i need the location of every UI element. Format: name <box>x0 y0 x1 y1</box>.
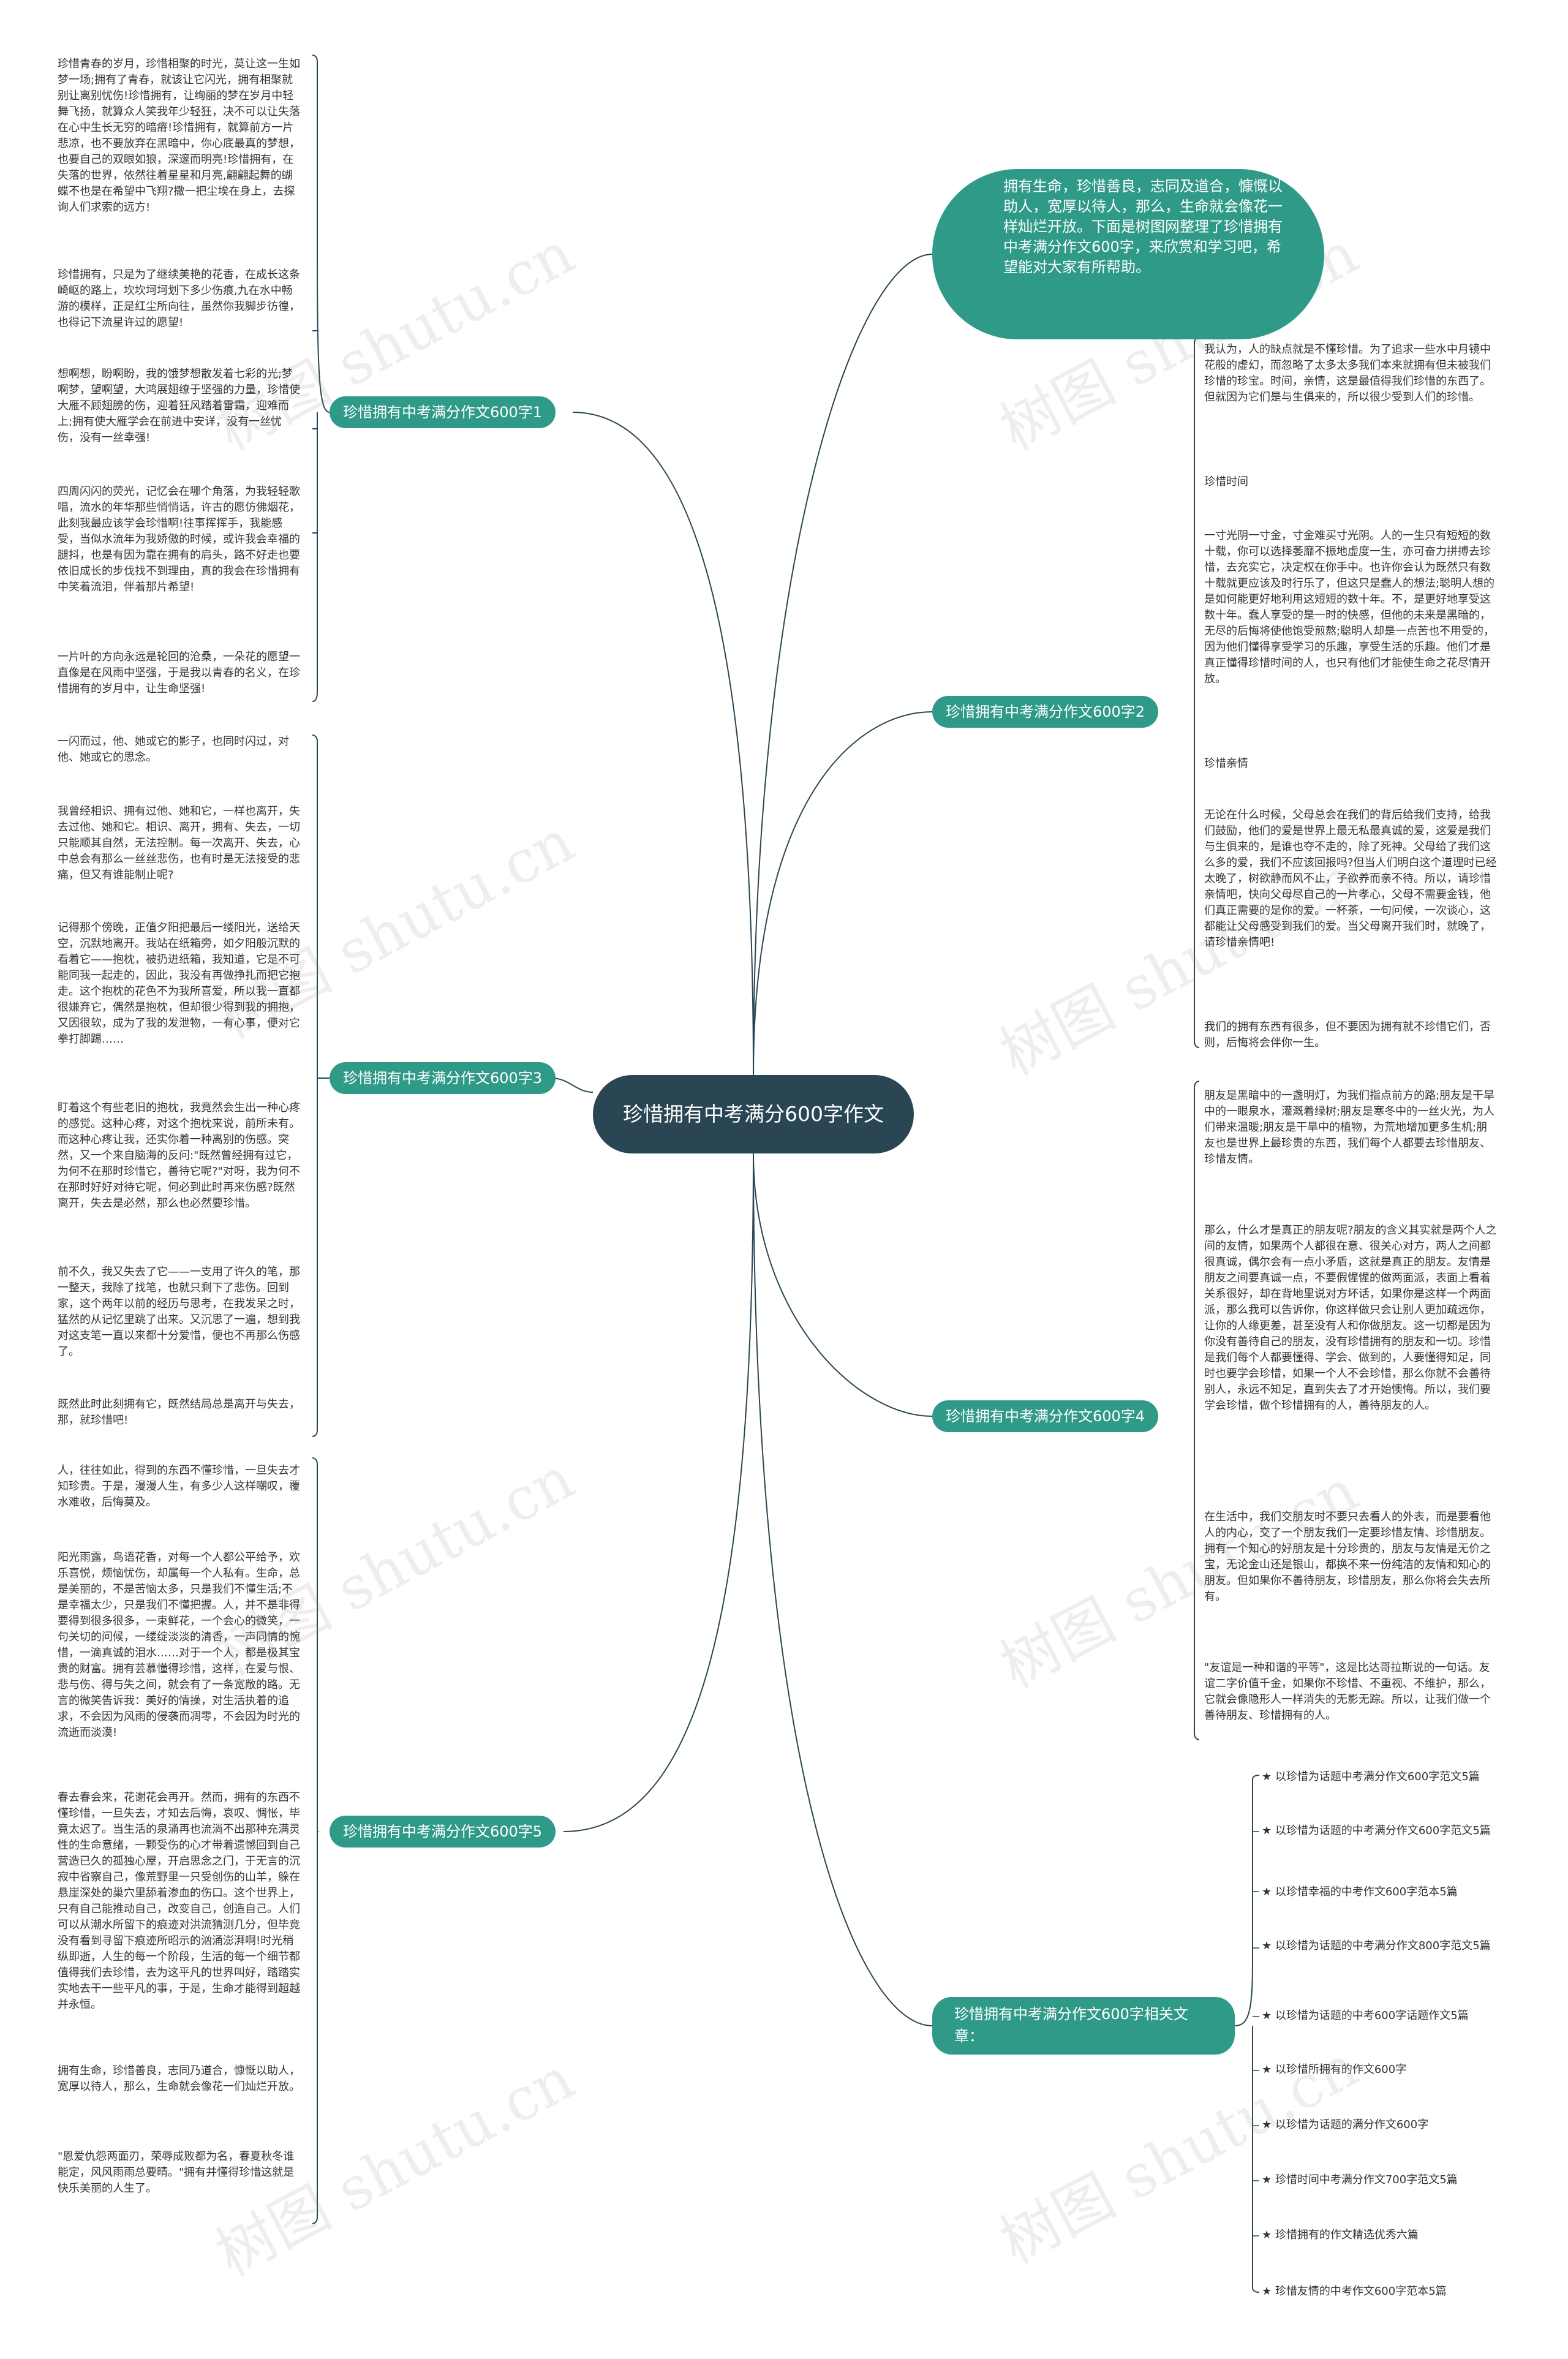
bracket-related <box>1234 1775 1260 2293</box>
related-link[interactable]: ★ 以珍惜为话题的满分作文600字 <box>1262 2118 1429 2131</box>
related-link[interactable]: ★ 珍惜拥有的作文精选优秀六篇 <box>1262 2229 1419 2241</box>
related-link[interactable]: ★ 以珍惜所拥有的作文600字 <box>1262 2063 1407 2076</box>
note-b3-4: 盯着这个有些老旧的抱枕，我竟然会生出一种心疼的感觉。这种心疼，对这个抱枕来说，前… <box>58 1101 300 1210</box>
note-b5-5: "恩爱仇怨两面刃，荣辱成败都为名，春夏秋冬谁能定，风风雨雨总要晴。"拥有并懂得珍… <box>58 2150 295 2195</box>
note-b1-1: 珍惜青春的岁月，珍惜相聚的时光，莫让这一生如梦一场;拥有了青春，就该让它闪光，拥… <box>58 58 300 214</box>
connector-root-b3 <box>551 1078 594 1093</box>
branch-essay-1[interactable]: 珍惜拥有中考满分作文600字1 <box>330 396 556 428</box>
note-b4-2: 那么，什么才是真正的朋友呢?朋友的含义其实就是两个人之间的友情，如果两个人都很在… <box>1204 1224 1497 1412</box>
note-b5-3: 春去春会来，花谢花会再开。然而，拥有的东西不懂珍惜，一旦失去，才知去后悔，哀叹、… <box>58 1791 300 2011</box>
note-b3-5: 前不久，我又失去了它——一支用了许久的笔，那一整天，我除了找笔，也就只剩下了悲伤… <box>58 1266 300 1358</box>
related-link[interactable]: ★ 以珍惜为话题的中考满分作文800字范文5篇 <box>1262 1939 1491 1952</box>
note-b1-4: 四周闪闪的荧光，记忆会在哪个角落，为我轻轻歌唱，流水的年华那些悄悄话，许古的愿仿… <box>58 485 300 594</box>
related-link[interactable]: ★ 以珍惜幸福的中考作文600字范本5篇 <box>1262 1885 1458 1898</box>
note-b4-3: 在生活中，我们交朋友时不要只去看人的外表，而是要看他人的内心，交了一个朋友我们一… <box>1204 1511 1491 1603</box>
connector-root-b2 <box>753 711 933 1076</box>
related-link[interactable]: ★ 以珍惜为话题中考满分作文600字范文5篇 <box>1262 1770 1480 1783</box>
note-b2-3: 一寸光阴一寸金，寸金难买寸光阴。人的一生只有短短的数十载，你可以选择萎靡不振地虚… <box>1204 529 1495 685</box>
note-b3-3: 记得那个傍晚，正值夕阳把最后一缕阳光，送给天空，沉默地离开。我站在纸箱旁，如夕阳… <box>58 921 300 1046</box>
note-b2-2: 珍惜时间 <box>1204 475 1248 488</box>
note-b1-3: 想啊想，盼啊盼，我的饿梦想散发着七彩的光;梦啊梦，望啊望，大鸿展翅缭于坚强的力量… <box>58 368 300 444</box>
note-b3-1: 一闪而过，他、她或它的影子，也同时闪过，对他、她或它的思念。 <box>58 735 289 764</box>
related-link[interactable]: ★ 珍惜时间中考满分作文700字范文5篇 <box>1262 2173 1458 2186</box>
bracket-b4 <box>1194 1081 1200 1740</box>
related-link[interactable]: ★ 珍惜友情的中考作文600字范本5篇 <box>1262 2285 1447 2298</box>
bracket-b2 <box>1194 336 1200 1048</box>
connector-root-b4 <box>753 1153 933 1417</box>
note-b1-2: 珍惜拥有，只是为了继续美艳的花香，在成长这条崎岖的路上，坎坎坷坷划下多少伤痕,九… <box>58 268 300 329</box>
note-b5-2: 阳光雨露，鸟语花香，对每一个人都公平给予，欢乐喜悦，烦恼忧伤，却属每一个人私有。… <box>58 1551 300 1739</box>
related-link[interactable]: ★ 以珍惜为话题的中考600字话题作文5篇 <box>1262 2009 1469 2022</box>
bracket-b3 <box>312 734 330 1437</box>
note-b1-5: 一片叶的方向永远是轮回的沧桑，一朵花的愿望一直像是在风雨中坚强，于是我以青春的名… <box>58 651 300 695</box>
branch-essay-5[interactable]: 珍惜拥有中考满分作文600字5 <box>330 1816 556 1848</box>
note-b5-1: 人，往往如此，得到的东西不懂珍惜，一旦失去才知珍贵。于是，漫漫人生，有多少人这样… <box>58 1464 300 1509</box>
intro-topic[interactable]: 拥有生命，珍惜善良，志同及道合，慷慨以助人，宽厚以待人，那么，生命就会像花一样灿… <box>932 169 1324 339</box>
root-topic[interactable]: 珍惜拥有中考满分600字作文 <box>593 1075 914 1153</box>
related-link[interactable]: ★ 以珍惜为话题的中考满分作文600字范文5篇 <box>1262 1824 1491 1837</box>
note-b2-5: 无论在什么时候，父母总会在我们的背后给我们支持，给我们鼓励，他们的爱是世界上最无… <box>1204 809 1497 949</box>
note-b2-6: 我们的拥有东西有很多，但不要因为拥有就不珍惜它们，否则，后悔将会伴你一生。 <box>1204 1021 1491 1049</box>
note-b4-4: "友谊是一种和谐的平等"，这是比达哥拉斯说的一句话。友谊二字价值千金，如果你不珍… <box>1204 1661 1491 1722</box>
bracket-b1 <box>312 55 330 702</box>
branch-essay-2[interactable]: 珍惜拥有中考满分作文600字2 <box>932 696 1159 728</box>
connector-root-intro <box>753 254 933 1076</box>
note-b2-4: 珍惜亲情 <box>1204 757 1248 770</box>
note-b3-6: 既然此时此刻拥有它，既然结局总是离开与失去，那，就珍惜吧! <box>58 1398 300 1427</box>
note-b3-2: 我曾经相识、拥有过他、她和它，一样也离开，失去过他、她和它。相识、离开，拥有、失… <box>58 805 300 881</box>
bracket-b5 <box>312 1457 318 2224</box>
branch-essay-3[interactable]: 珍惜拥有中考满分作文600字3 <box>330 1062 556 1094</box>
note-b2-1: 我认为，人的缺点就是不懂珍惜。为了追求一些水中月镜中花般的虚幻，而忽略了太多太多… <box>1204 343 1491 404</box>
connector-root-b6 <box>753 1153 933 2026</box>
note-b4-1: 朋友是黑暗中的一盏明灯，为我们指点前方的路;朋友是干旱中的一眼泉水，灌溉着绿树;… <box>1204 1089 1495 1166</box>
connector-root-b5 <box>563 1153 754 1832</box>
branch-essay-4[interactable]: 珍惜拥有中考满分作文600字4 <box>932 1400 1159 1432</box>
note-b5-4: 拥有生命，珍惜善良，志同乃道合，慷慨以助人，宽厚以待人，那么，生命就会像花一们灿… <box>58 2064 300 2093</box>
branch-related-articles[interactable]: 珍惜拥有中考满分作文600字相关文章： <box>932 1997 1235 2055</box>
connector-root-b1 <box>572 412 754 1076</box>
